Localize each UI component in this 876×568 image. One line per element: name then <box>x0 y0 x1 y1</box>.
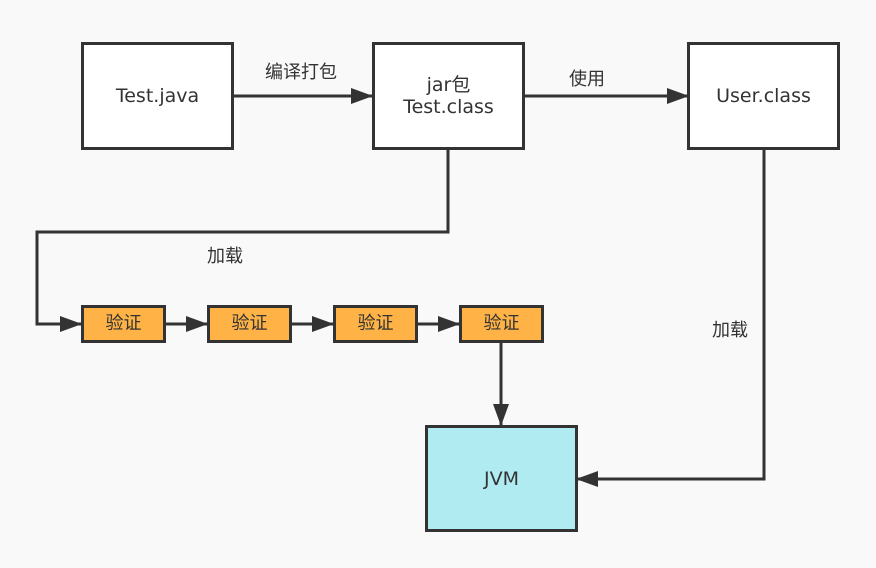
edge-label-load-right: 加载 <box>712 320 748 341</box>
node-step-2[interactable]: 验证 <box>207 305 292 343</box>
node-step-4[interactable]: 验证 <box>459 305 544 343</box>
node-step-4-label: 验证 <box>483 313 520 334</box>
node-user-class[interactable]: User.class <box>687 42 840 150</box>
node-jar[interactable]: jar包 Test.class <box>372 42 525 150</box>
node-test-java-label: Test.java <box>115 85 200 107</box>
node-step-1[interactable]: 验证 <box>81 305 166 343</box>
node-jvm[interactable]: JVM <box>425 425 578 532</box>
node-step-1-label: 验证 <box>105 313 142 334</box>
node-jar-label-1: jar包 <box>426 74 471 96</box>
node-step-3-label: 验证 <box>357 313 394 334</box>
edge-load-left <box>35 150 450 332</box>
edge-label-compile: 编译打包 <box>265 62 337 83</box>
node-jvm-label: JVM <box>484 467 519 490</box>
node-user-class-label: User.class <box>716 85 811 107</box>
node-jar-label-2: Test.class <box>403 96 494 118</box>
edge-load-right <box>576 150 766 487</box>
node-step-3[interactable]: 验证 <box>333 305 418 343</box>
edge-label-use: 使用 <box>569 69 605 90</box>
edge-label-load-left: 加载 <box>207 246 243 267</box>
node-test-java[interactable]: Test.java <box>81 42 234 150</box>
node-step-2-label: 验证 <box>231 313 268 334</box>
